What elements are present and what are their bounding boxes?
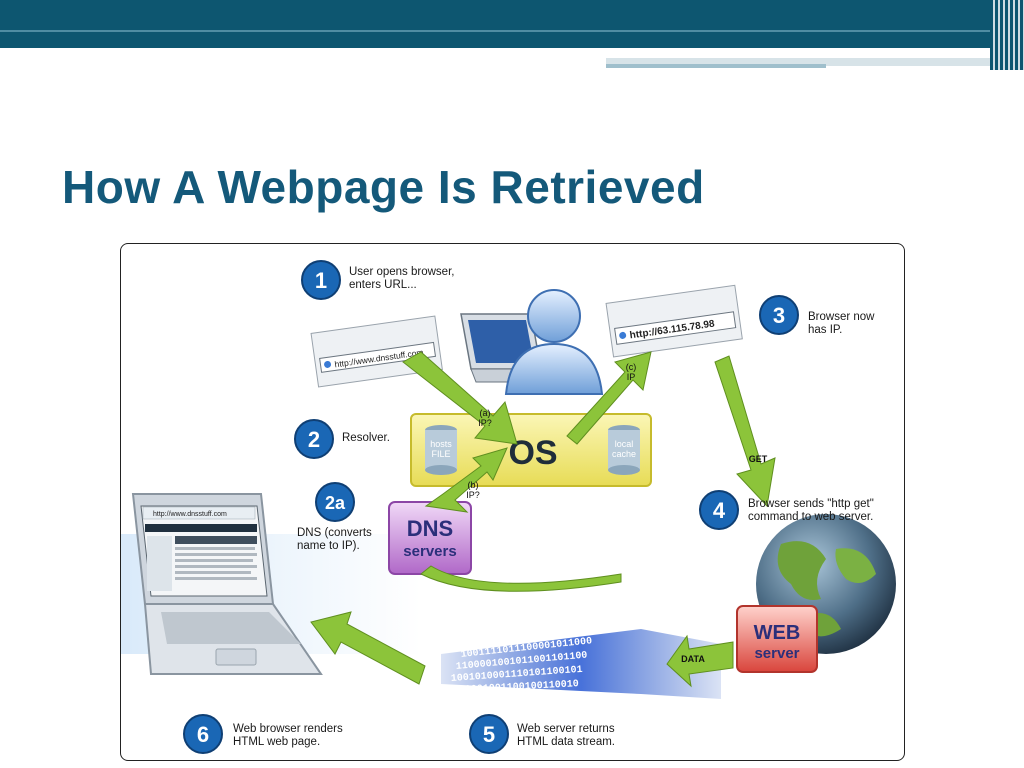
step-1-number: 1 — [315, 268, 327, 293]
step-3-number: 3 — [773, 303, 785, 328]
dns-label: DNS — [407, 516, 453, 541]
ip-c-text-line-2: IP — [627, 372, 636, 382]
step-1-badge: 1 — [301, 260, 341, 300]
web-label: WEB — [754, 622, 801, 644]
laptop-url: http://www.dnsstuff.com — [153, 511, 227, 518]
ip-a-text-line-2: IP? — [478, 418, 492, 428]
header-accent-bar — [606, 58, 1024, 66]
ip-a-label: (a)IP? — [478, 408, 492, 428]
step-2a-text: DNS (converts name to IP). — [297, 527, 372, 552]
step-1-text: User opens browser, enters URL... — [349, 266, 455, 291]
hosts-label-text-line-2: FILE — [431, 449, 450, 459]
local-cache-label-text: local — [615, 439, 634, 449]
diagram-frame: 1001111011100001011000 11000010010110011… — [120, 243, 905, 761]
user-icon — [504, 289, 604, 395]
arrow-os-to-ip — [566, 351, 652, 445]
arrow-url-to-os — [402, 351, 518, 445]
dns-servers-label: servers — [403, 543, 456, 560]
arrow-data — [666, 634, 734, 688]
step-2-number: 2 — [308, 427, 320, 452]
ip-c-text: (c) — [626, 362, 637, 372]
os-label: OS — [508, 434, 557, 472]
step-circles: 1 2 2a 3 4 5 6 — [183, 260, 799, 754]
arrow-get — [714, 355, 776, 508]
laptop-icon: http://www.dnsstuff.com — [121, 493, 421, 675]
slide-title: How A Webpage Is Retrieved — [62, 161, 705, 213]
arrows — [310, 351, 776, 688]
get-label: GET — [749, 454, 768, 464]
step-5-text: Web server returns HTML data stream. — [517, 723, 615, 748]
step-2a-badge: 2a — [315, 482, 355, 522]
local-cache-label-text-line-2: cache — [612, 449, 636, 459]
step-4-number: 4 — [713, 498, 726, 523]
url-bar-1: http://www.dnsstuff.com — [310, 315, 443, 388]
arrow-dns-exchange — [424, 447, 508, 513]
data-stream: 1001111011100001011000 11000010010110011… — [441, 629, 721, 699]
url-bar-3: http://63.115.78.98 — [605, 284, 743, 358]
header-stripes — [990, 0, 1024, 70]
step-5-number: 5 — [483, 722, 495, 747]
step-3-badge: 3 — [759, 295, 799, 335]
step-3-text: Browser now has IP. — [808, 311, 875, 336]
hosts-label-text: hosts — [430, 439, 452, 449]
step-4-badge: 4 — [699, 490, 739, 530]
arrow-dns-return — [420, 565, 622, 592]
header-accent-bar-inner — [606, 64, 826, 68]
data-label: DATA — [681, 654, 705, 664]
step-6-number: 6 — [197, 722, 209, 747]
ip-b-text-line-2: IP? — [466, 490, 480, 500]
step-4-text: Browser sends "http get" command to web … — [748, 498, 874, 523]
web-server-label: server — [754, 645, 799, 662]
arrow-render — [310, 611, 426, 685]
header-divider — [0, 30, 1024, 32]
ip-a-text: (a) — [480, 408, 491, 418]
step-6-text: Web browser renders HTML web page. — [233, 723, 343, 748]
web-server-box: WEB server — [736, 605, 818, 673]
ip-b-text: (b) — [468, 480, 479, 490]
diagram-canvas: 1001111011100001011000 11000010010110011… — [121, 260, 896, 754]
ip-c-label: (c)IP — [626, 362, 637, 382]
step-2a-number: 2a — [325, 493, 346, 513]
step-2-text: Resolver. — [342, 432, 390, 444]
step-6-badge: 6 — [183, 714, 223, 754]
header-bar — [0, 0, 1024, 48]
ip-b-label: (b)IP? — [466, 480, 480, 500]
dns-servers-box: DNS servers — [388, 501, 472, 575]
step-2-badge: 2 — [294, 419, 334, 459]
step-5-badge: 5 — [469, 714, 509, 754]
